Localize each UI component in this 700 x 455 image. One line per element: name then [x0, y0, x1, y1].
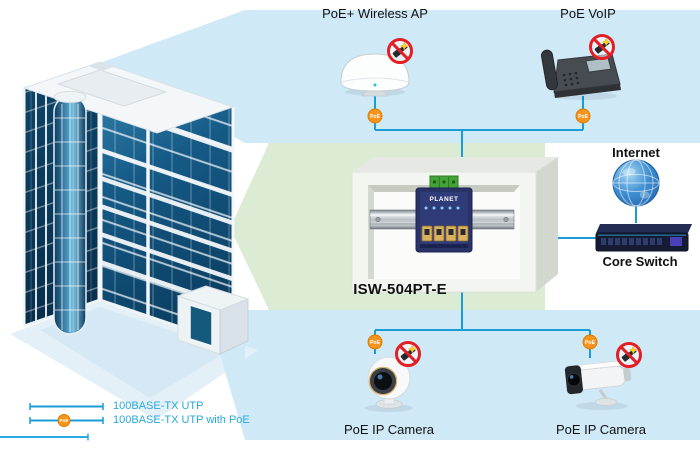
wireless-ap-label: PoE+ Wireless AP: [322, 6, 428, 21]
voip-label: PoE VoIP: [560, 6, 616, 21]
isw-switch-device: PLANET: [415, 175, 473, 253]
poe-badge-text: PoE: [578, 114, 589, 120]
legend-poe-dot-text: PoE: [60, 418, 69, 423]
camera-left-label: PoE IP Camera: [343, 422, 435, 437]
legend-item-utp-poe: 100BASE-TX UTP with PoE: [113, 414, 250, 426]
camera-right-label: PoE IP Camera: [555, 422, 647, 437]
internet-label: Internet: [612, 145, 660, 160]
poe-badge-text: PoE: [585, 340, 596, 346]
wall-mount: PLANET: [351, 157, 558, 293]
core-switch-device: [595, 224, 692, 252]
legend-poe-dot: PoE: [57, 414, 71, 427]
wireless-ap-device: [340, 53, 410, 97]
building-entrance: [176, 285, 250, 355]
internet-globe-icon: [612, 159, 660, 207]
no-cable-icon: [616, 342, 642, 368]
top-panel: [245, 10, 700, 143]
ip-camera-left-device: [365, 356, 413, 412]
center-beam: [230, 145, 268, 308]
poe-badge-text: PoE: [370, 340, 381, 346]
switch-brand-logo: PLANET: [430, 196, 459, 203]
no-cable-icon: [589, 34, 615, 60]
no-cable-icon: [395, 341, 421, 367]
poe-badge: PoE: [575, 108, 591, 124]
legend-item-utp: 100BASE-TX UTP: [113, 400, 204, 412]
poe-badge-text: PoE: [370, 114, 381, 120]
office-building: [22, 61, 250, 355]
voip-phone-device: [540, 49, 621, 100]
ip-camera-right-device: [564, 360, 632, 410]
switch-ports: [421, 225, 469, 242]
no-cable-icon: [387, 38, 413, 64]
poe-badge: PoE: [582, 334, 598, 350]
product-model-label: ISW-504PT-E: [353, 281, 447, 298]
legend-graphics: [0, 403, 104, 441]
poe-badge: PoE: [367, 334, 383, 350]
glass-tower: [53, 91, 87, 335]
poe-badge: PoE: [367, 108, 383, 124]
core-switch-label: Core Switch: [602, 254, 678, 269]
